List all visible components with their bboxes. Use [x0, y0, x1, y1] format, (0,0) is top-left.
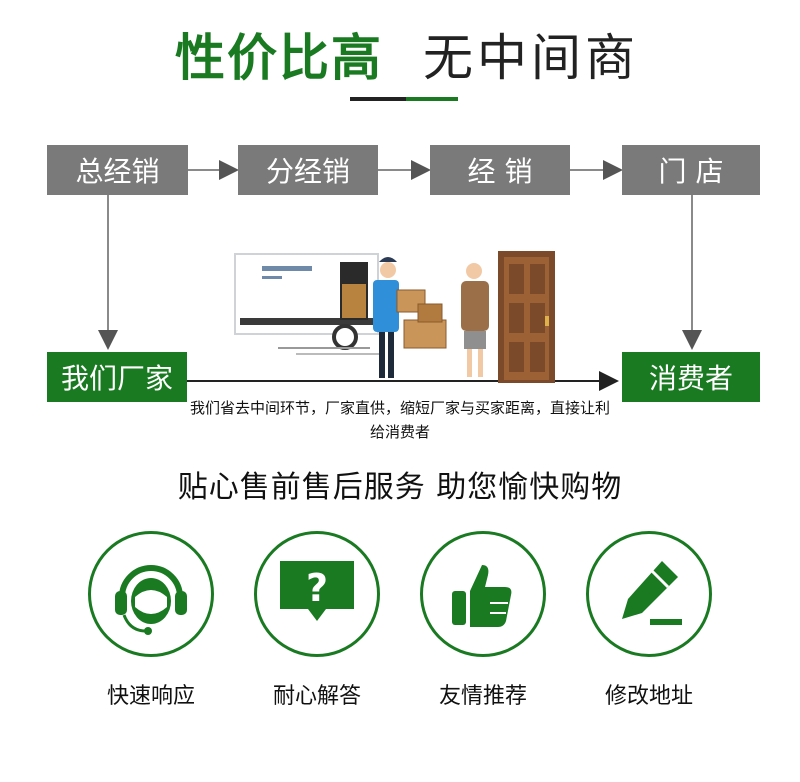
- title-light: 无中间商: [423, 29, 639, 87]
- title-underline-green: [406, 97, 458, 101]
- question-bubble-icon: ?: [280, 561, 354, 621]
- service-label-fast-response: 快速响应: [106, 684, 195, 709]
- pencil-edit-icon: [622, 561, 682, 625]
- box-sub-distributor: 分经销: [238, 145, 378, 195]
- service-label-friendly-recommend: 友情推荐: [438, 684, 527, 709]
- door-icon: [498, 251, 555, 383]
- headset-agent-icon: [115, 565, 187, 635]
- deliveryman-icon: [373, 257, 447, 378]
- thumbs-up-icon: [452, 565, 512, 627]
- customer-icon: [461, 263, 489, 377]
- box-general-distributor: 总经销: [47, 145, 188, 195]
- service-circle-fast-response: [88, 531, 214, 657]
- service-circle-friendly-recommend: [420, 531, 546, 657]
- title-bold: 性价比高: [175, 29, 383, 87]
- flow-caption: 我们省去中间环节，厂家直供，缩短厂家与买家距离，直接让利给消费者: [190, 399, 611, 441]
- service-circle-change-address: [586, 531, 712, 657]
- box-consumer: 消费者: [622, 352, 760, 402]
- service-label-change-address: 修改地址: [604, 684, 693, 709]
- service-label-patient-answer: 耐心解答: [272, 684, 361, 709]
- box-factory: 我们厂家: [47, 352, 187, 402]
- title-underline-dark: [350, 97, 406, 101]
- box-store: 门 店: [622, 145, 760, 195]
- truck-icon: [234, 253, 380, 355]
- svg-text:?: ?: [306, 566, 328, 610]
- services-subtitle: 贴心售前售后服务 助您愉快购物: [177, 470, 623, 505]
- service-circle-patient-answer: ?: [254, 531, 380, 657]
- box-distributor: 经 销: [430, 145, 570, 195]
- delivery-illustration: [234, 251, 555, 383]
